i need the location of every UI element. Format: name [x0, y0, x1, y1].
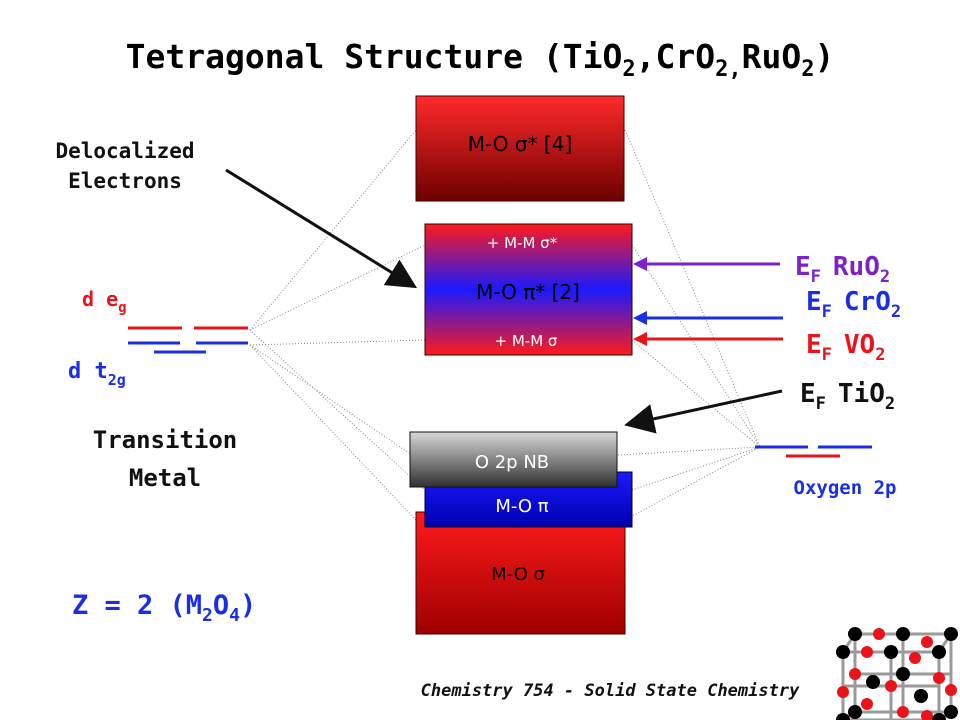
- mo-sigma-label: M-O σ: [491, 564, 545, 585]
- page-title: Tetragonal Structure (TiO2,CrO2,RuO2): [126, 37, 835, 82]
- o2p-nb-band: O 2p NB: [409, 431, 618, 488]
- correlation-lines: [249, 129, 761, 521]
- ef-tio2-arrow: [624, 389, 783, 434]
- ef-cro2-arrow: [633, 311, 783, 325]
- transition-metal-line1: Transition: [93, 426, 238, 454]
- d-t2g-levels: [128, 341, 248, 354]
- delocalized-arrow: [225, 168, 418, 289]
- mo-pi-star-label: M-O π* [2]: [476, 280, 580, 304]
- d-eg-label: d eg: [82, 287, 127, 316]
- mo-sigma-star-label: M-O σ* [4]: [468, 132, 573, 156]
- mo-sigma-star-band: M-O σ* [4]: [415, 95, 625, 202]
- transition-metal-line2: Metal: [129, 464, 201, 492]
- mo-pi-star-band: + M-M σ* M-O π* [2] + M-M σ: [424, 223, 633, 356]
- delocalized-label-line2: Electrons: [68, 169, 182, 193]
- mo-pi-label: M-O π: [495, 496, 548, 517]
- mm-sigma-star-label: + M-M σ*: [487, 234, 558, 252]
- o2p-nb-label: O 2p NB: [475, 452, 549, 473]
- mm-sigma-label: + M-M σ: [495, 332, 558, 350]
- delocalized-label-line1: Delocalized: [55, 139, 194, 163]
- crystal-structure-image: [836, 627, 958, 720]
- ef-ruo2-arrow: [633, 257, 780, 271]
- d-t2g-label: d t2g: [68, 359, 126, 389]
- mo-sigma-band: M-O σ: [415, 511, 626, 635]
- z-formula: Z = 2 (M2O4): [72, 590, 256, 626]
- footer-course-label: Chemistry 754 - Solid State Chemistry: [421, 681, 800, 701]
- ef-vo2-arrow: [633, 332, 783, 346]
- oxygen-2p-label: Oxygen 2p: [794, 477, 897, 499]
